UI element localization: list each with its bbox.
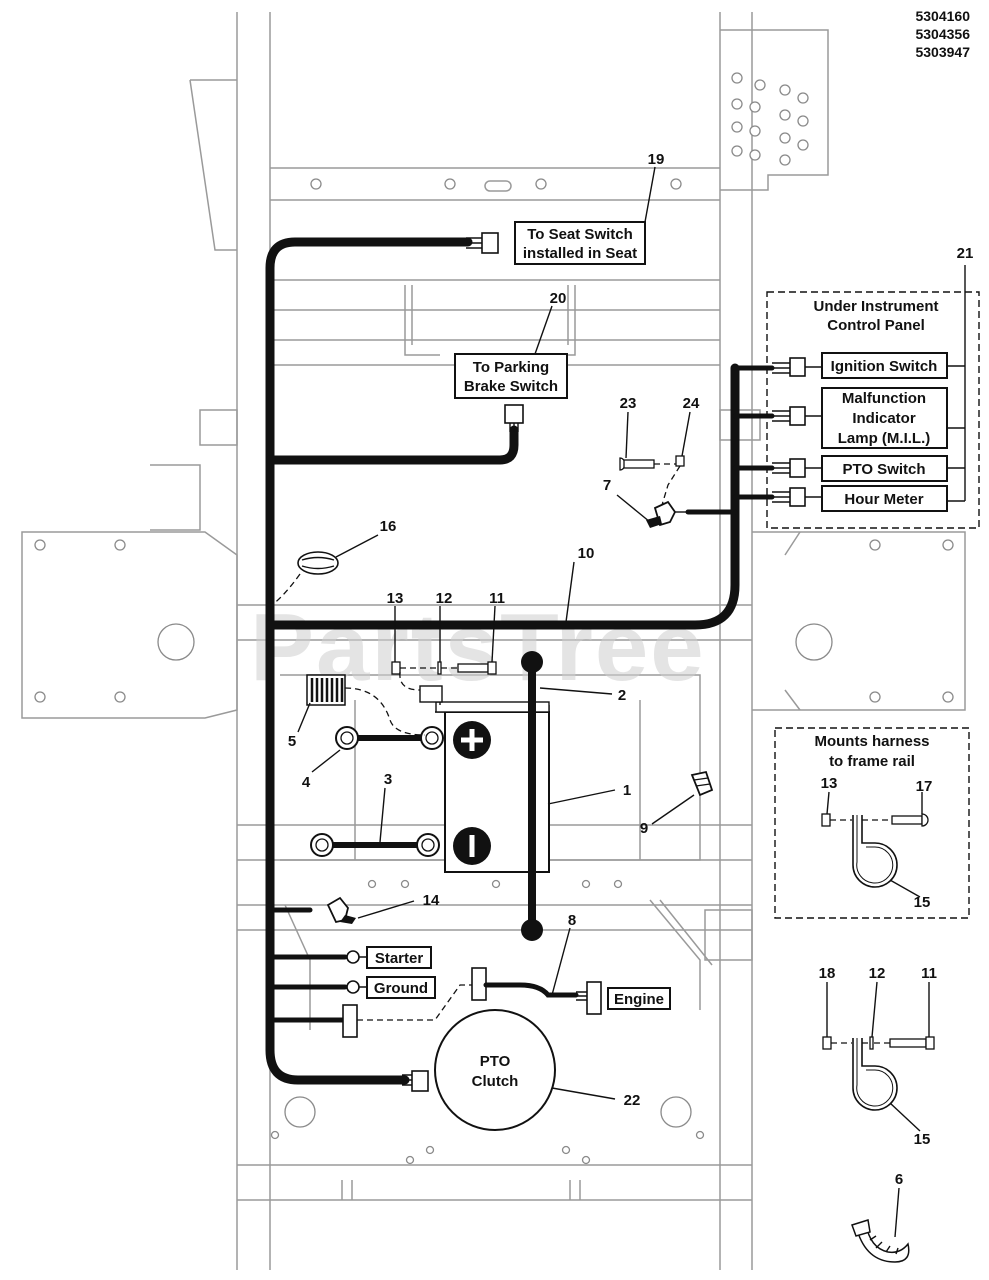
- part-number-1: 5304160: [915, 8, 970, 24]
- callout-7: 7: [603, 477, 611, 494]
- callout-24: 24: [683, 395, 700, 412]
- callout-1: 1: [623, 782, 631, 799]
- ignition-connector: [789, 357, 806, 377]
- grommet-16: [271, 551, 339, 606]
- harness-clip-7: [619, 455, 688, 528]
- starter-label: Starter: [366, 946, 432, 969]
- pto-clutch-label-2: Clutch: [472, 1073, 519, 1090]
- main-harness: [265, 237, 775, 1085]
- part-number-3: 5303947: [915, 44, 970, 60]
- mil-label-2: Indicator: [852, 410, 916, 427]
- hour-meter-label: Hour Meter: [844, 491, 923, 508]
- detail-callout-13: 13: [821, 775, 838, 792]
- engine-connector: [586, 981, 602, 1015]
- detail-callout-15b: 15: [914, 1131, 931, 1148]
- callout-19: 19: [648, 151, 665, 168]
- svg-text:Ground: Ground: [374, 980, 428, 997]
- mounts-detail: Mounts harness to frame rail: [774, 727, 970, 919]
- callout-11: 11: [489, 590, 505, 607]
- callout-16: 16: [380, 518, 397, 535]
- callout-23: 23: [620, 395, 637, 412]
- fastener-detail: [822, 1036, 935, 1111]
- detail-callout-11: 11: [921, 965, 937, 982]
- svg-text:Mounts harness: Mounts harness: [814, 733, 929, 750]
- ignition-switch-label: Ignition Switch: [831, 358, 938, 375]
- battery-cable-2: [521, 651, 543, 941]
- callout-numbers: 1 2 3 4 5 6 7 8 9 10 11 12 13 14 16 19 2…: [288, 151, 974, 1188]
- seat-switch-connector: [481, 232, 499, 254]
- svg-text:Starter: Starter: [375, 950, 424, 967]
- svg-text:to frame rail: to frame rail: [829, 753, 915, 770]
- pto-clutch: PTO Clutch: [434, 1009, 556, 1131]
- detail-callout-15a: 15: [914, 894, 931, 911]
- engine-wire: [357, 982, 587, 1021]
- callout-10: 10: [578, 545, 595, 562]
- harness-clip-9: [690, 770, 714, 797]
- svg-text:Brake Switch: Brake Switch: [464, 378, 558, 395]
- ground-label: Ground: [366, 976, 436, 999]
- connectors: [342, 232, 806, 1092]
- mil-label-1: Malfunction: [842, 390, 926, 407]
- callout-21: 21: [957, 245, 974, 262]
- callout-8: 8: [568, 912, 576, 929]
- connector-pigtails: [402, 237, 790, 1086]
- callout-3: 3: [384, 771, 392, 788]
- callout-14: 14: [423, 892, 440, 909]
- parking-brake-connector: [504, 404, 524, 424]
- svg-text:To Parking: To Parking: [473, 359, 549, 376]
- svg-text:Engine: Engine: [614, 991, 664, 1008]
- mil-label-3: Lamp (M.I.L.): [838, 430, 931, 447]
- callout-5: 5: [288, 733, 296, 750]
- instrument-panel-group: Under Instrument Control Panel Ignition …: [766, 265, 980, 529]
- callout-12: 12: [436, 590, 453, 607]
- hour-meter-connector: [789, 487, 806, 507]
- callout-2: 2: [618, 687, 626, 704]
- callout-6: 6: [895, 1171, 903, 1188]
- leader-lines: [297, 166, 930, 1238]
- callout-4: 4: [302, 774, 311, 791]
- instrument-panel-title-2: Control Panel: [827, 317, 925, 334]
- pto-switch-connector: [789, 458, 806, 478]
- harness-clip-14: [326, 896, 356, 924]
- instrument-panel-title-1: Under Instrument: [813, 298, 938, 315]
- battery-cables: [310, 726, 444, 857]
- callout-9: 9: [640, 820, 648, 837]
- frame-holes: [34, 72, 954, 1165]
- engine-harness-connector: [342, 1004, 358, 1038]
- seat-switch-label: To Seat Switch installed in Seat: [514, 221, 646, 265]
- part-numbers: 5304160 5304356 5303947: [915, 8, 970, 60]
- engine-label: Engine: [607, 987, 671, 1010]
- pto-clutch-label-1: PTO: [480, 1053, 511, 1070]
- mil-connector: [789, 406, 806, 426]
- svg-text:To Seat Switch: To Seat Switch: [527, 226, 633, 243]
- callout-20: 20: [550, 290, 567, 307]
- callout-13: 13: [387, 590, 404, 607]
- pto-switch-label: PTO Switch: [842, 461, 925, 478]
- detail-callout-17: 17: [916, 778, 933, 795]
- parking-brake-label: To Parking Brake Switch: [454, 353, 568, 399]
- pto-clutch-connector: [411, 1070, 429, 1092]
- svg-text:installed in Seat: installed in Seat: [523, 245, 637, 262]
- terminal-boot: [306, 674, 426, 736]
- detail-callout-12: 12: [869, 965, 886, 982]
- callout-22: 22: [624, 1092, 641, 1109]
- part-number-2: 5304356: [915, 26, 970, 42]
- detail-callout-18: 18: [819, 965, 836, 982]
- cable-tie-6: [851, 1219, 910, 1263]
